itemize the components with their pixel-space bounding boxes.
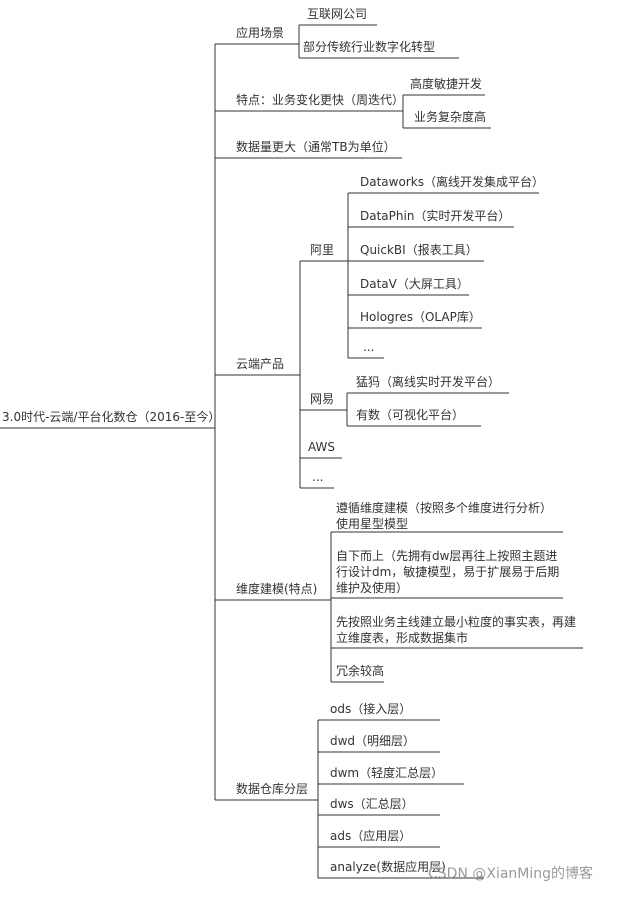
node-layer-analyze: analyze(数据应用层) xyxy=(330,860,446,874)
node-layer-ads: ads（应用层） xyxy=(330,829,412,843)
node-netease-product-youshu: 有数（可视化平台） xyxy=(356,408,465,422)
node-netease-product-mengma: 猛犸（离线实时开发平台） xyxy=(356,375,501,389)
connector-path xyxy=(0,24,583,879)
node-modeling-fact-table-first: 先按照业务主线建立最小粒度的事实表，再建立维度表，形成数据集市 xyxy=(336,615,577,645)
node-cloud-products: 云端产品 xyxy=(236,357,285,371)
node-layer-dwm: dwm（轻度汇总层） xyxy=(330,766,444,780)
node-ali-product-dataworks: Dataworks（离线开发集成平台） xyxy=(360,175,544,189)
node-warehouse-layers: 数据仓库分层 xyxy=(236,782,309,796)
watermark-text: CSDN @XianMing的博客 xyxy=(428,866,594,882)
node-application-scenarios: 应用场景 xyxy=(236,26,285,40)
node-ali-product-hologres: Hologres（OLAP库） xyxy=(360,310,481,324)
node-agile-development: 高度敏捷开发 xyxy=(410,77,483,91)
node-dimensional-modeling: 维度建模(特点) xyxy=(236,582,318,596)
node-vendor-netease: 网易 xyxy=(310,392,335,406)
node-traits: 特点：业务变化更快（周迭代） xyxy=(236,93,405,107)
node-layer-ods: ods（接入层） xyxy=(330,702,412,716)
node-ali-product-quickbi: QuickBI（报表工具） xyxy=(360,243,478,257)
node-ali-product-more: ... xyxy=(363,340,375,354)
root-node: 3.0时代-云端/平台化数仓（2016-至今） xyxy=(2,410,221,424)
node-ali-product-dataphin: DataPhin（实时开发平台） xyxy=(360,209,511,223)
node-ali-product-datav: DataV（大屏工具） xyxy=(360,277,469,291)
node-layer-dws: dws（汇总层） xyxy=(330,797,414,811)
node-layer-dwd: dwd（明细层） xyxy=(330,734,416,748)
node-vendor-ali: 阿里 xyxy=(310,243,335,257)
node-vendor-aws: AWS xyxy=(308,440,336,454)
node-traditional-industry: 部分传统行业数字化转型 xyxy=(303,40,436,54)
node-modeling-bottom-up: 自下而上（先拥有dw层再往上按照主题进行设计dm，敏捷模型，易于扩展易于后期维护… xyxy=(336,549,560,595)
node-data-volume: 数据量更大（通常TB为单位） xyxy=(236,140,396,154)
node-vendor-more: ... xyxy=(312,470,324,484)
node-internet-company: 互联网公司 xyxy=(307,7,368,21)
node-business-complexity: 业务复杂度高 xyxy=(414,110,487,124)
node-modeling-star-model: 遵循维度建模（按照多个维度进行分析）使用星型模型 xyxy=(336,501,553,531)
node-modeling-redundancy: 冗余较高 xyxy=(336,664,385,678)
